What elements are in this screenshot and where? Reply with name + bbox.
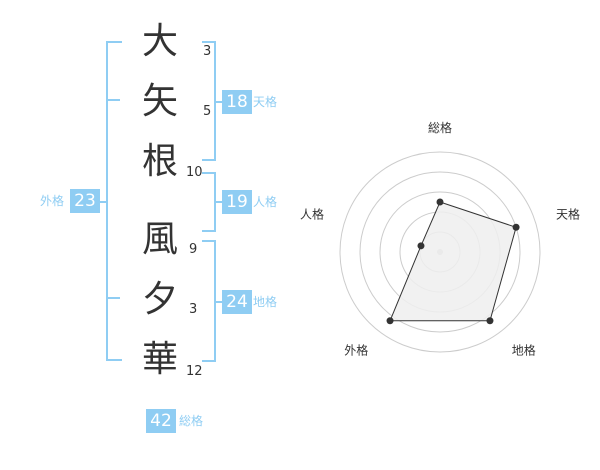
gaikaku-label: 外格 <box>40 194 65 208</box>
chikaku-bracket-connector <box>214 301 222 303</box>
soukaku-label: 総格 <box>179 414 204 428</box>
radar-data-polygon <box>389 201 517 322</box>
chikaku-score: 24 <box>222 290 252 314</box>
jinkaku-label: 人格 <box>253 195 278 209</box>
stroke-count-2: 5 <box>203 104 212 119</box>
radar-grid-ring <box>359 171 521 333</box>
soukaku-score: 42 <box>146 409 176 433</box>
name-char-3: 根 <box>141 141 178 182</box>
gaikaku-bracket-tick <box>106 297 120 299</box>
radar-data-point <box>436 198 444 206</box>
stroke-count-5: 3 <box>189 302 198 317</box>
radar-data-point <box>386 317 394 325</box>
gaikaku-bracket-tick <box>106 99 120 101</box>
name-char-4: 風 <box>141 219 178 260</box>
tenkaku-score: 18 <box>222 90 252 114</box>
radar-axis-label: 外格 <box>344 343 368 358</box>
gaikaku-bracket <box>106 41 122 361</box>
tenkaku-label: 天格 <box>253 95 278 109</box>
radar-data-point <box>486 317 494 325</box>
radar-axis-label: 地格 <box>512 343 536 358</box>
stroke-count-3: 10 <box>186 165 203 180</box>
stroke-count-1: 3 <box>203 44 212 59</box>
name-char-5: 夕 <box>141 279 178 320</box>
jinkaku-score: 19 <box>222 190 252 214</box>
gaikaku-bracket-connector <box>96 201 106 203</box>
gaikaku-score: 23 <box>70 189 100 213</box>
jinkaku-bracket-connector <box>214 201 222 203</box>
name-char-6: 華 <box>141 339 178 380</box>
name-char-2: 矢 <box>141 81 178 122</box>
radar-data-point <box>512 223 520 231</box>
radar-data-point <box>417 242 425 250</box>
radar-axis-label: 天格 <box>556 206 580 221</box>
radar-axis-label: 人格 <box>300 206 324 221</box>
stroke-count-6: 12 <box>186 364 203 379</box>
tenkaku-bracket-connector <box>214 101 222 103</box>
radar-axis-label: 総格 <box>428 120 452 135</box>
chikaku-label: 地格 <box>253 295 278 309</box>
name-char-1: 大 <box>141 21 178 62</box>
stroke-count-4: 9 <box>189 242 198 257</box>
